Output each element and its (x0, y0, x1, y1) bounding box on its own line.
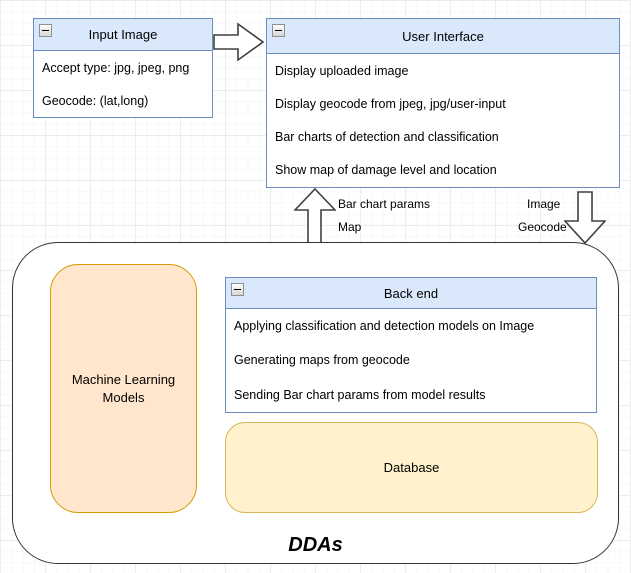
table-row: Geocode: (lat,long) (42, 93, 149, 108)
input-image-body: Accept type: jpg, jpeg, png Geocode: (la… (34, 51, 212, 117)
right-block-arrow[interactable] (213, 22, 266, 62)
machine-learning-models-box[interactable]: Machine Learning Models (50, 264, 197, 513)
ddas-label: DDAs (288, 534, 343, 556)
user-interface-body: Display uploaded image Display geocode f… (267, 54, 619, 187)
minus-icon (234, 289, 241, 290)
table-row: Sending Bar chart params from model resu… (234, 387, 486, 402)
user-interface-header: User Interface (267, 19, 619, 54)
input-image-title: Input Image (88, 27, 158, 42)
back-end-box[interactable]: Back end Applying classification and det… (225, 277, 597, 413)
table-row: Generating maps from geocode (234, 353, 410, 368)
up-block-arrow[interactable] (294, 188, 336, 245)
table-row: Applying classification and detection mo… (234, 319, 535, 334)
up-arrow-label-2: Map (338, 220, 362, 234)
down-arrow-label-1: Image (527, 197, 561, 211)
user-interface-box[interactable]: User Interface Display uploaded image Di… (266, 18, 620, 188)
down-block-arrow[interactable] (564, 191, 606, 244)
back-end-title: Back end (383, 285, 439, 301)
collapse-icon[interactable] (39, 24, 52, 37)
user-interface-title: User Interface (402, 28, 484, 44)
back-end-body: Applying classification and detection mo… (226, 309, 596, 412)
database-box[interactable]: Database (225, 422, 598, 513)
back-end-header: Back end (226, 278, 596, 309)
table-row: Accept type: jpg, jpeg, png (42, 60, 190, 75)
up-arrow-label-1: Bar chart params (338, 197, 431, 211)
database-label: Database (383, 459, 440, 475)
table-row: Display geocode from jpeg, jpg/user-inpu… (275, 96, 506, 111)
input-image-header: Input Image (34, 19, 212, 51)
collapse-icon[interactable] (231, 283, 244, 296)
table-row: Bar charts of detection and classificati… (275, 130, 499, 145)
table-row: Show map of damage level and location (275, 163, 497, 178)
input-image-box[interactable]: Input Image Accept type: jpg, jpeg, png … (33, 18, 213, 118)
table-row: Display uploaded image (275, 63, 409, 78)
minus-icon (42, 30, 49, 31)
minus-icon (275, 30, 282, 31)
machine-learning-models-label: Machine Learning Models (71, 371, 176, 405)
collapse-icon[interactable] (272, 24, 285, 37)
down-arrow-label-2: Geocode (518, 220, 567, 234)
